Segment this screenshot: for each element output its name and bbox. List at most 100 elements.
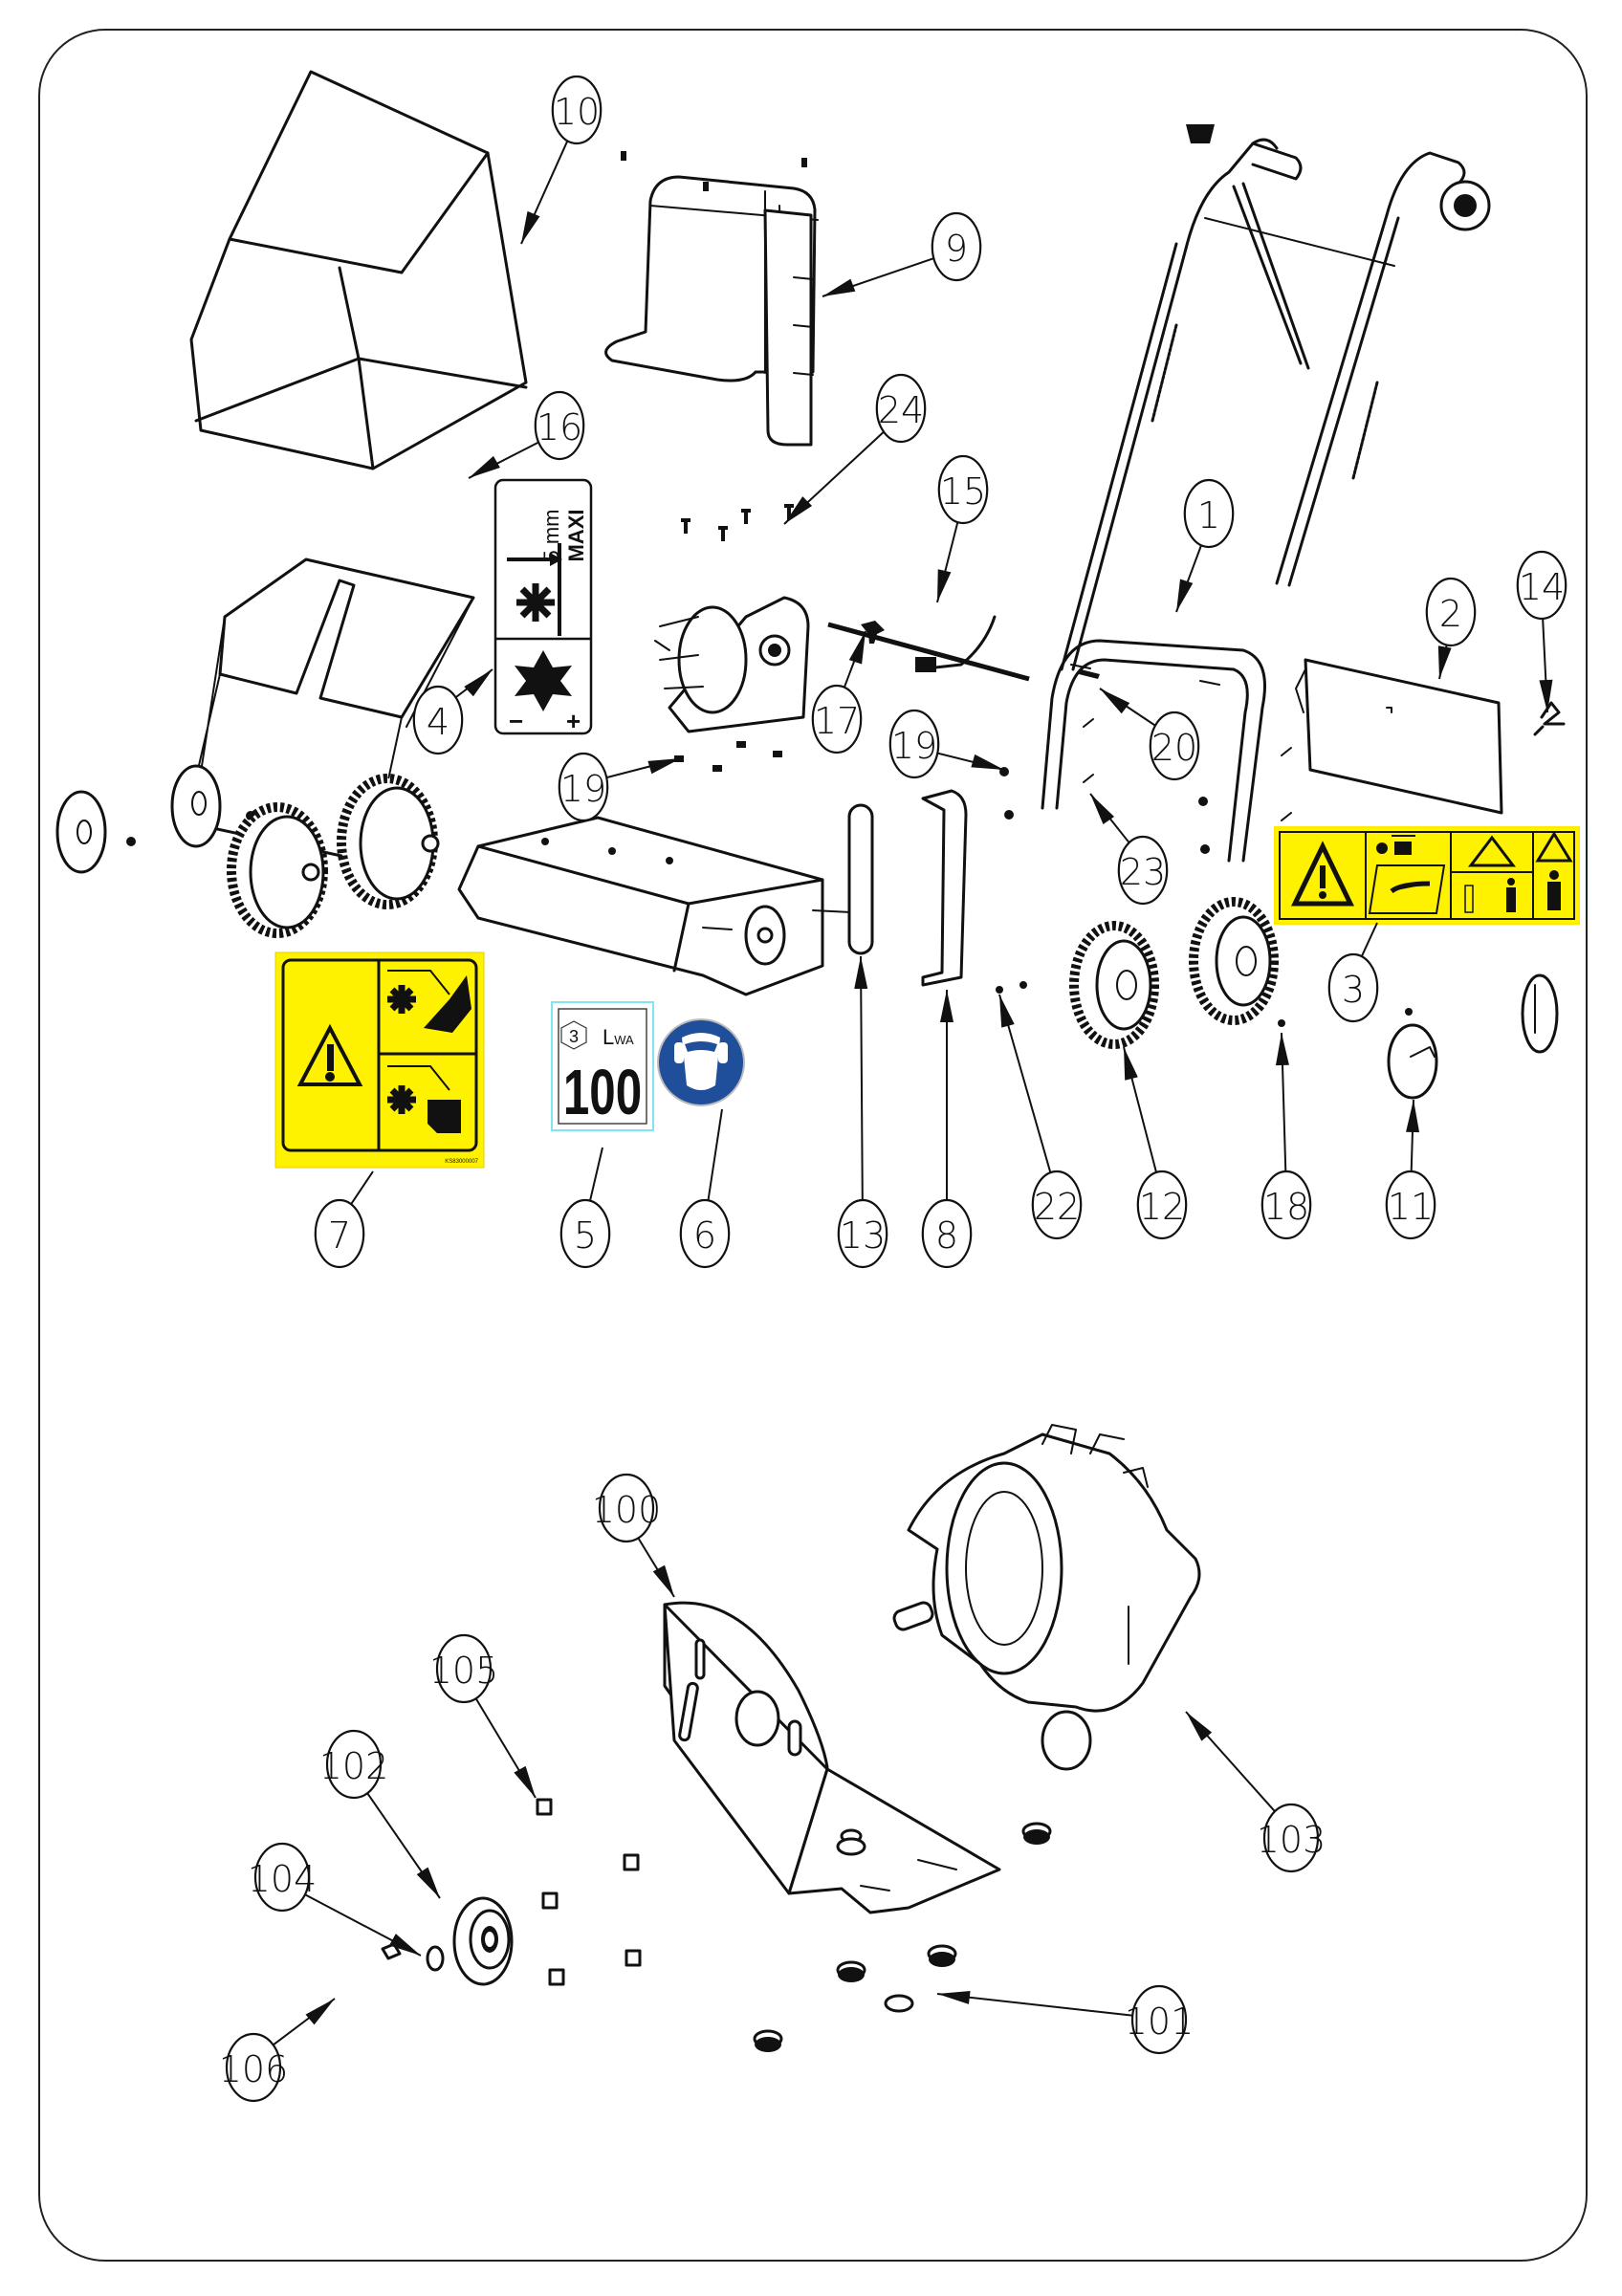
arrowhead-icon: [1275, 1033, 1289, 1066]
part-pulley-102: [452, 1896, 514, 1986]
part-drive-belt: [847, 803, 874, 955]
part-bolts-20-23: [999, 664, 1292, 854]
callout-number: 16: [537, 406, 582, 448]
callout-number: 1: [1197, 494, 1220, 536]
arrowhead-icon: [784, 496, 813, 524]
leader-line: [349, 1170, 374, 1206]
part-front-wheels: [55, 764, 440, 938]
part-motor-small: [654, 596, 810, 733]
callout-circle: [937, 454, 989, 525]
callout-24: 24: [783, 373, 927, 525]
callout-18: 18: [1260, 1032, 1312, 1240]
callout-number: 22: [1034, 1186, 1080, 1228]
callout-23: 23: [1089, 793, 1169, 906]
callout-circle: [1136, 1170, 1188, 1240]
callout-circle: [559, 1198, 611, 1269]
callout-circle: [534, 390, 585, 461]
leader-line: [860, 955, 864, 1202]
callout-number: 3: [1342, 969, 1365, 1011]
callout-2: 2: [1425, 577, 1477, 680]
part-belt-cover: [921, 789, 968, 987]
callout-7: 7: [314, 1170, 374, 1269]
arrowhead-icon: [1437, 645, 1452, 679]
adjust-knob-star-icon: [515, 650, 572, 711]
arrowhead-icon: [652, 1564, 674, 1597]
noise-symbol-sub: WA: [614, 1033, 634, 1047]
arrowhead-icon: [1100, 689, 1130, 714]
depth-maxi-text: MAXI: [564, 510, 588, 562]
callout-circle: [1385, 1170, 1436, 1240]
callout-number: 100: [592, 1489, 662, 1531]
callout-circle: [598, 1473, 655, 1543]
callout-number: 104: [248, 1858, 318, 1900]
callout-circle: [558, 752, 609, 822]
callout-circle: [412, 685, 464, 755]
callout-circle: [837, 1198, 888, 1269]
warning-triangle-icon: [296, 1023, 363, 1086]
leader-line: [936, 1993, 1137, 2018]
callout-10: 10: [520, 75, 603, 245]
part-deck-housing: [457, 816, 852, 996]
sticker-sound-power: 3 LWA 100: [551, 1001, 654, 1131]
arrowhead-icon: [854, 956, 868, 990]
debris-hazard-icon: [1467, 835, 1517, 867]
callout-number: 10: [554, 91, 600, 133]
callout-number: 19: [560, 768, 606, 810]
callout-17: 17: [811, 630, 866, 754]
callout-106: 106: [219, 1998, 336, 2103]
arrowhead-icon: [514, 1765, 536, 1798]
callout-circle: [1149, 711, 1200, 781]
arrowhead-icon: [822, 278, 856, 296]
callout-3: 3: [1327, 922, 1379, 1023]
callout-number: 17: [814, 700, 860, 742]
depth-minus: −: [509, 707, 523, 735]
arrowhead-icon: [388, 1934, 421, 1956]
callout-circle: [435, 1633, 493, 1704]
part-nuts-19: [674, 741, 782, 772]
leader-line: [707, 1108, 723, 1202]
blade-asterisk-icon: [507, 543, 562, 636]
callout-circle: [325, 1729, 383, 1800]
callout-circle: [875, 373, 927, 444]
callout-number: 8: [935, 1214, 958, 1257]
sticker-ear-protection: [657, 1018, 745, 1106]
part-motor-bracket-100: [663, 1601, 1001, 1914]
callout-100: 100: [592, 1473, 675, 1598]
arrowhead-icon: [1186, 1712, 1213, 1741]
electric-shock-icon: [1535, 831, 1573, 910]
callout-105: 105: [429, 1633, 537, 1799]
callout-number: 20: [1151, 727, 1197, 769]
part-grass-bag: [189, 70, 528, 470]
arrowhead-icon: [971, 754, 1004, 770]
sticker-safety-warnings: [1274, 826, 1580, 925]
arrowhead-icon: [1406, 1100, 1420, 1133]
callout-number: 23: [1120, 851, 1166, 893]
callout-15: 15: [936, 454, 989, 603]
arrowhead-icon: [940, 990, 953, 1022]
callout-circle: [1031, 1170, 1083, 1240]
callout-4: 4: [412, 668, 493, 755]
callout-circle: [314, 1198, 365, 1269]
part-motor-cover: [604, 175, 819, 447]
noise-symbol: LWA: [603, 1025, 634, 1049]
part-rear-flap: [1295, 658, 1503, 815]
drawing-frame: [38, 29, 1588, 2262]
depth-plus: +: [566, 707, 581, 735]
callout-circle: [253, 1842, 311, 1913]
arrowhead-icon: [999, 995, 1015, 1028]
arrowhead-icon: [1124, 1047, 1138, 1081]
arrowhead-icon: [1090, 794, 1115, 824]
callout-11: 11: [1385, 1099, 1436, 1240]
spring-right: [1351, 381, 1379, 480]
part-screws-24: [681, 504, 794, 541]
callout-102: 102: [319, 1729, 441, 1899]
callout-number: 5: [574, 1214, 597, 1257]
callout-circle: [225, 2032, 282, 2103]
callout-number: 7: [328, 1214, 351, 1257]
part-bolts-105-106: [381, 1798, 642, 1986]
callout-20: 20: [1099, 688, 1200, 781]
callout-16: 16: [468, 390, 585, 479]
callout-number: 9: [945, 228, 968, 270]
